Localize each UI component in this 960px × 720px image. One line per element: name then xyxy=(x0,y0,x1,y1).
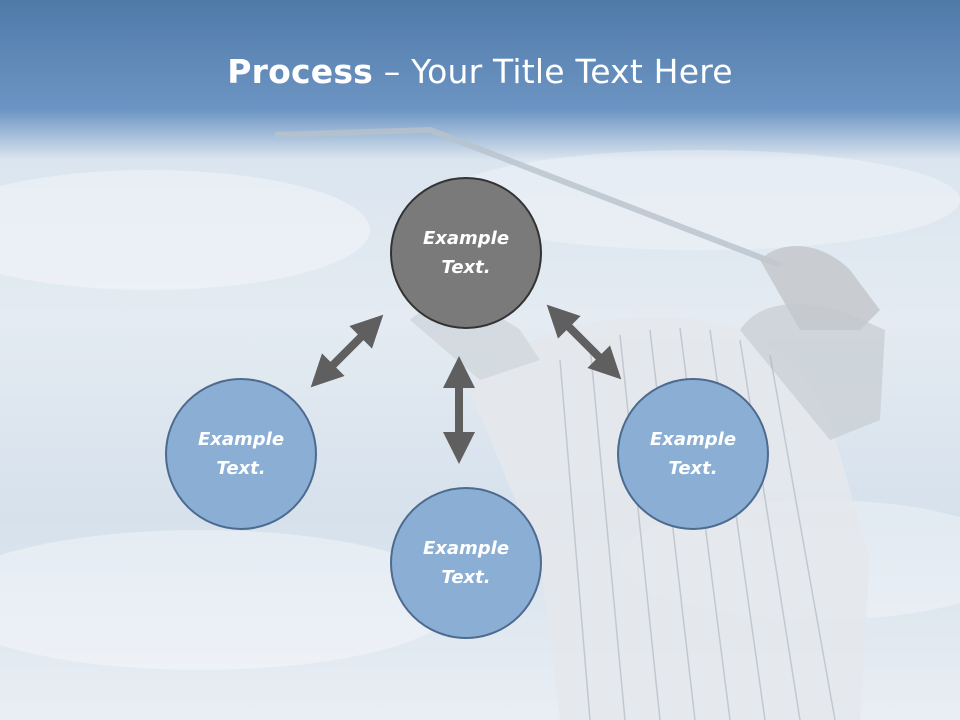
double-arrow-icon xyxy=(546,304,622,380)
node-top: Example Text. xyxy=(390,177,542,329)
node-bottom: Example Text. xyxy=(390,487,542,639)
title-rest: – Your Title Text Here xyxy=(373,52,733,91)
slide-title: Process – Your Title Text Here xyxy=(0,52,960,91)
node-right: Example Text. xyxy=(617,378,769,530)
double-arrow-icon xyxy=(310,314,384,388)
node-left: Example Text. xyxy=(165,378,317,530)
title-bold: Process xyxy=(227,52,374,91)
node-left-label: Example Text. xyxy=(197,429,285,479)
node-right-label: Example Text. xyxy=(649,429,737,479)
node-bottom-label: Example Text. xyxy=(422,538,510,588)
node-top-label: Example Text. xyxy=(422,228,510,278)
